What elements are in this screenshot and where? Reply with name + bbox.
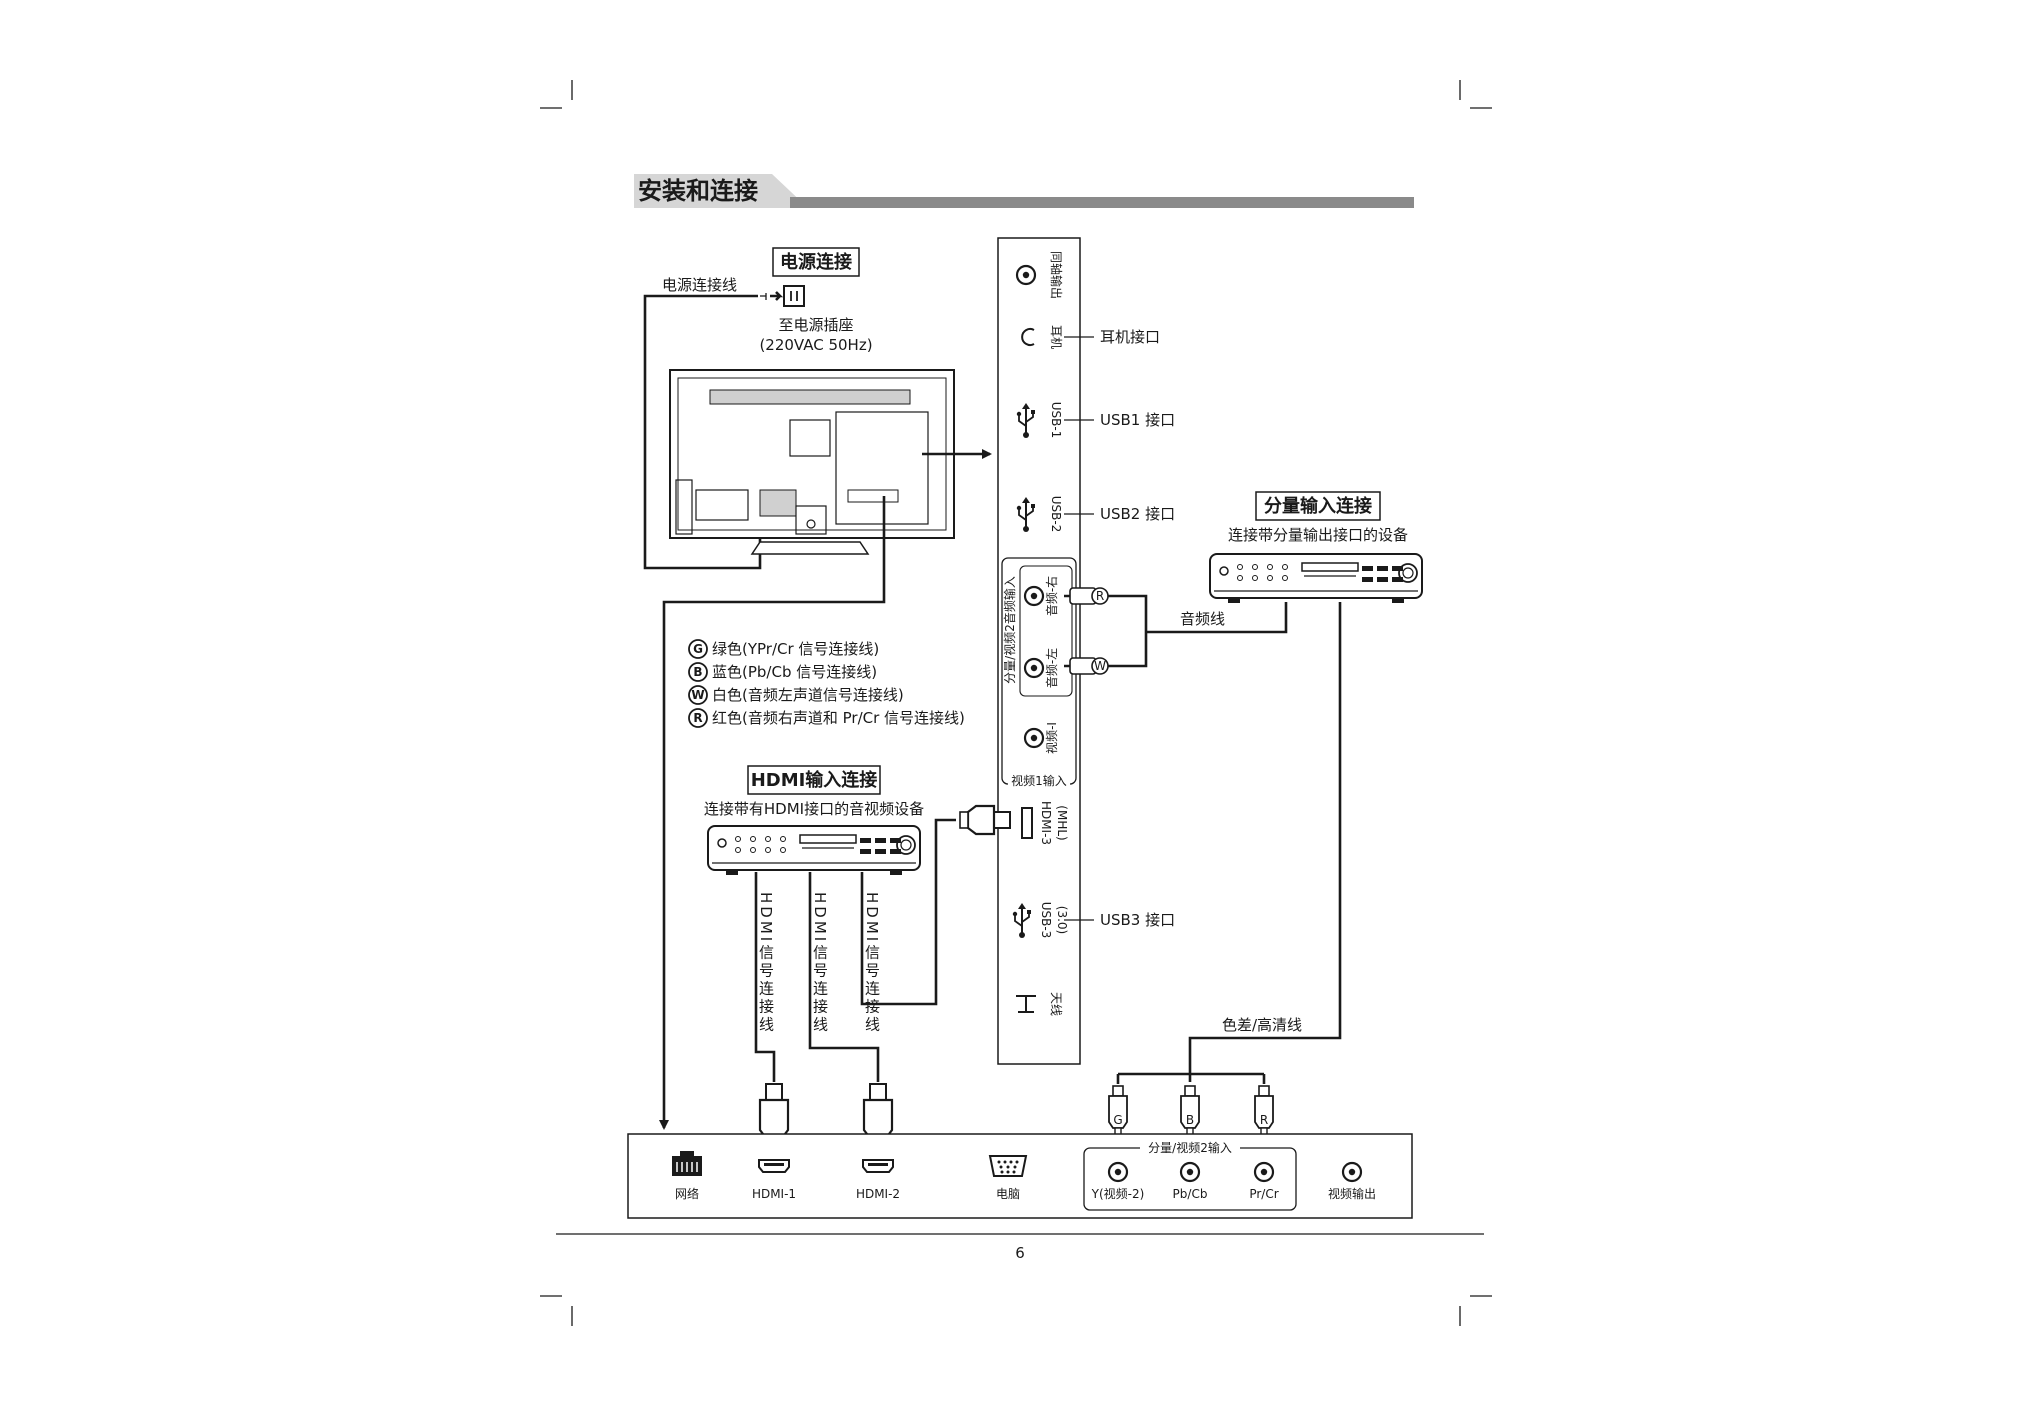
power-title: 电源连接 bbox=[780, 251, 852, 273]
antenna-icon bbox=[1016, 995, 1036, 1013]
hdmi-section: HDMI输入连接 连接带有HDMI接口的音视频设备 HDMI信号连接线 HDMI… bbox=[704, 765, 1011, 1148]
audio-cable-label: 音频线 bbox=[1180, 610, 1225, 628]
side-panel: 同轴输出 耳机 耳机接口 USB-1 USB1 接口 USB-2 USB2 接口… bbox=[997, 237, 1175, 1065]
usb1-label: USB-1 bbox=[1049, 402, 1063, 439]
usb1-desc: USB1 接口 bbox=[1100, 411, 1175, 429]
usb3-sub-label: (3.0) bbox=[1055, 906, 1069, 934]
bottom-panel: 网络 HDMI-1 HDMI-2 电脑 分量/视频2输入 Y(视频-2) Pb/… bbox=[627, 1133, 1413, 1219]
usb2-desc: USB2 接口 bbox=[1100, 505, 1175, 523]
hdmi3-label: HDMI-3 bbox=[1039, 801, 1053, 845]
hdmi3-port-icon bbox=[1021, 807, 1033, 839]
page-number: 6 bbox=[1015, 1244, 1025, 1262]
video1-label: 视频-I bbox=[1044, 722, 1059, 754]
svg-text:R: R bbox=[1260, 1113, 1268, 1127]
network-label: 网络 bbox=[675, 1186, 699, 1201]
video-out-label: 视频输出 bbox=[1328, 1186, 1376, 1201]
legend-red: 红色(音频右声道和 Pr/Cr 信号连接线) bbox=[712, 709, 965, 727]
power-outlet-icon bbox=[783, 285, 805, 307]
legend-white: 白色(音频左声道信号连接线) bbox=[712, 686, 904, 704]
hdmi-cable-label-1: HDMI信号连接线 bbox=[757, 892, 775, 1034]
component-section: 分量输入连接 连接带分量输出接口的设备 R W 音频线 色差/高清线 G B R bbox=[1064, 491, 1423, 1139]
hdmi-title: HDMI输入连接 bbox=[751, 769, 878, 791]
section-title: 安装和连接 bbox=[638, 177, 758, 205]
video1-group-label: 视频1输入 bbox=[1011, 773, 1067, 788]
power-cord-label: 电源连接线 bbox=[662, 276, 737, 294]
svg-text:G: G bbox=[1113, 1113, 1122, 1127]
coax-out-label: 同轴输出 bbox=[1049, 251, 1064, 299]
color-legend: G 绿色(YPr/Cr 信号连接线) B 蓝色(Pb/Cb 信号连接线) W 白… bbox=[688, 639, 965, 728]
headphone-icon bbox=[1021, 328, 1035, 346]
vga-port-icon bbox=[988, 1155, 1028, 1177]
hdmi3-mhl-label: (MHL) bbox=[1055, 805, 1069, 840]
hdmi2-port-icon bbox=[862, 1159, 894, 1173]
audio-right-label: 音频-右 bbox=[1044, 576, 1059, 616]
power-outlet-label: 至电源插座 bbox=[778, 316, 853, 334]
legend-green: 绿色(YPr/Cr 信号连接线) bbox=[712, 640, 879, 658]
power-voltage: (220VAC 50Hz) bbox=[759, 336, 872, 354]
hdmi1-port-icon bbox=[758, 1159, 790, 1173]
network-port-icon bbox=[672, 1151, 702, 1176]
component-title: 分量输入连接 bbox=[1264, 495, 1372, 517]
legend-blue: 蓝色(Pb/Cb 信号连接线) bbox=[712, 663, 877, 681]
usb3-label: USB-3 bbox=[1039, 902, 1053, 939]
svg-text:B: B bbox=[1186, 1113, 1194, 1127]
hdmi-cable-label-2: HDMI信号连接线 bbox=[811, 892, 829, 1034]
svg-text:R: R bbox=[693, 711, 702, 725]
svg-text:W: W bbox=[691, 688, 704, 702]
hdmi-device-icon bbox=[707, 825, 921, 876]
pc-label: 电脑 bbox=[996, 1187, 1020, 1201]
tv-back-icon bbox=[669, 369, 955, 555]
hdmi2-label: HDMI-2 bbox=[856, 1187, 900, 1201]
crop-marks bbox=[540, 80, 1492, 1326]
component-device-desc: 连接带分量输出接口的设备 bbox=[1228, 526, 1408, 544]
component-group-label: 分量/视频2输入 bbox=[1148, 1140, 1232, 1155]
pb-label: Pb/Cb bbox=[1173, 1187, 1208, 1201]
svg-text:G: G bbox=[693, 642, 703, 656]
headphone-label: 耳机 bbox=[1049, 325, 1063, 349]
hdmi1-label: HDMI-1 bbox=[752, 1187, 796, 1201]
audio-group-label: 分量/视频2音频输入 bbox=[1002, 576, 1017, 684]
svg-text:R: R bbox=[1096, 589, 1104, 603]
hdmi-device-desc: 连接带有HDMI接口的音视频设备 bbox=[704, 800, 924, 818]
component-device-icon bbox=[1209, 553, 1423, 604]
pr-label: Pr/Cr bbox=[1249, 1187, 1278, 1201]
svg-text:B: B bbox=[693, 665, 702, 679]
antenna-label: 天线 bbox=[1049, 992, 1063, 1016]
svg-text:W: W bbox=[1094, 659, 1106, 673]
usb3-desc: USB3 接口 bbox=[1100, 911, 1175, 929]
section-header: 安装和连接 bbox=[634, 174, 1414, 208]
usb2-label: USB-2 bbox=[1049, 496, 1063, 533]
audio-left-label: 音频-左 bbox=[1044, 648, 1059, 688]
video-cable-label: 色差/高清线 bbox=[1222, 1016, 1302, 1034]
headphone-desc: 耳机接口 bbox=[1100, 328, 1160, 346]
hdmi-cable-label-3: HDMI信号连接线 bbox=[863, 892, 881, 1034]
y-label: Y(视频-2) bbox=[1091, 1186, 1145, 1201]
